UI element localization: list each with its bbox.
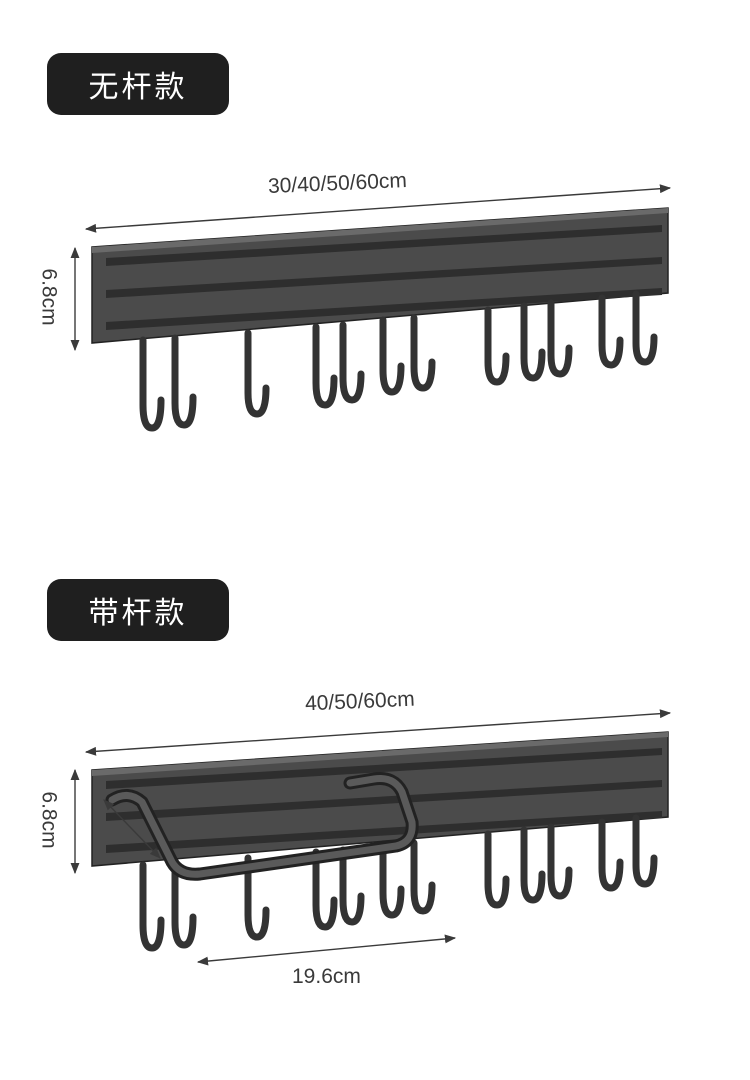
hook xyxy=(547,823,573,900)
hook xyxy=(484,830,510,909)
towel-rod xyxy=(105,772,419,881)
rack-with-rod xyxy=(70,709,672,875)
rail-groove xyxy=(106,780,662,821)
hook xyxy=(339,846,365,926)
rail-groove xyxy=(106,288,662,330)
hook xyxy=(547,299,573,378)
hook xyxy=(410,314,436,392)
rod-length-label: 19.6cm xyxy=(292,965,361,988)
depth-arrow xyxy=(103,799,161,859)
section-title-no-rod: 无杆款 xyxy=(47,53,229,115)
hook xyxy=(312,323,338,409)
hook xyxy=(520,302,546,382)
hook xyxy=(598,818,624,892)
hook xyxy=(632,290,658,366)
hook xyxy=(484,306,510,386)
hook xyxy=(598,294,624,369)
rod-length-arrow xyxy=(196,934,457,966)
hook xyxy=(520,826,546,904)
hook xyxy=(339,321,365,404)
hooks-no-rod xyxy=(139,290,658,432)
rail-groove xyxy=(106,257,662,298)
rail-groove xyxy=(106,225,662,266)
hook xyxy=(244,329,270,418)
hook xyxy=(171,334,197,429)
section-title-with-rod: 带杆款 xyxy=(47,579,229,641)
hook xyxy=(139,336,165,432)
width-arrow xyxy=(84,184,672,233)
rail-groove xyxy=(106,748,662,789)
rack-no-rod xyxy=(70,184,672,352)
hook xyxy=(312,848,338,931)
hook xyxy=(410,839,436,915)
rail-groove xyxy=(106,811,662,853)
hook xyxy=(632,814,658,888)
hook xyxy=(171,858,197,949)
hook xyxy=(139,861,165,952)
hook xyxy=(379,316,405,396)
hook xyxy=(379,841,405,919)
width-arrow xyxy=(84,709,672,756)
